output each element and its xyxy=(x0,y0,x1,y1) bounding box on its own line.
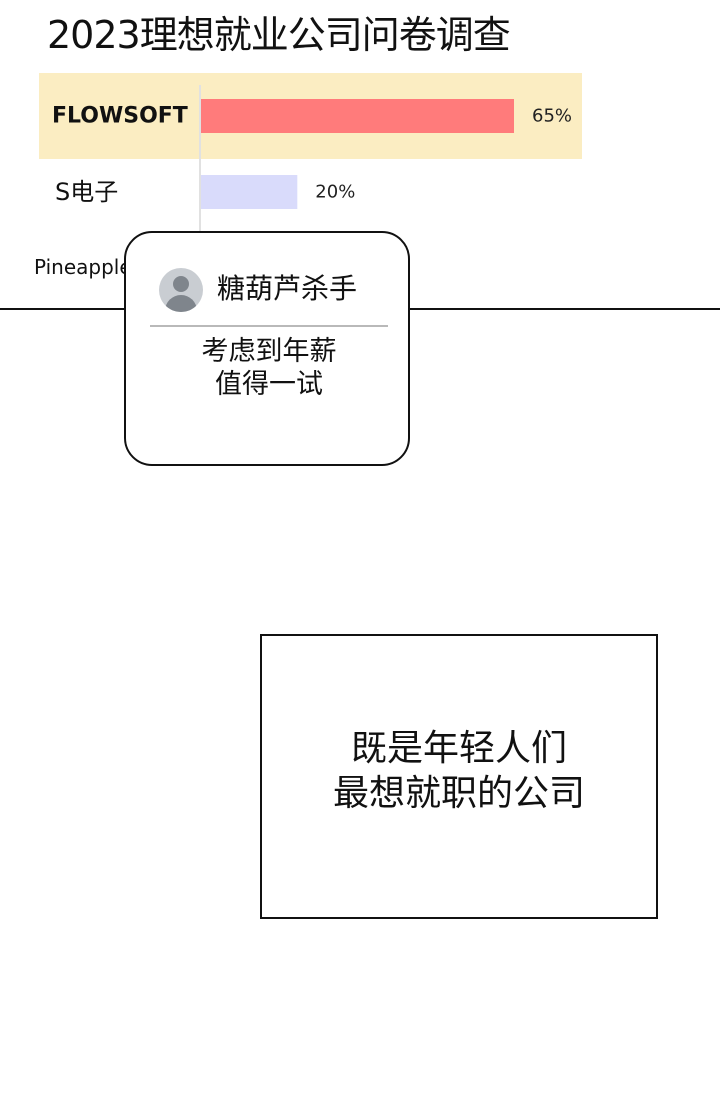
comment-username: 糖葫芦杀手 xyxy=(217,272,358,305)
comment-line: 考虑到年薪 xyxy=(201,336,337,367)
value-label: 20% xyxy=(315,182,355,203)
chart-title: 2023理想就业公司问卷调查 xyxy=(47,13,511,57)
comment-divider xyxy=(150,325,388,327)
comment-line: 值得一试 xyxy=(215,369,323,400)
value-label: 65% xyxy=(532,106,572,127)
user-avatar-icon xyxy=(159,268,203,312)
caption-box: 既是年轻人们 最想就职的公司 xyxy=(260,634,658,919)
avatar-head xyxy=(173,276,189,292)
caption-line: 既是年轻人们 xyxy=(350,728,567,769)
bar-2 xyxy=(201,175,298,209)
avatar-body xyxy=(165,295,197,312)
category-label: Pineapple xyxy=(34,255,132,279)
category-label: S电子 xyxy=(55,178,118,206)
caption-text: 既是年轻人们 最想就职的公司 xyxy=(262,726,656,816)
bar-1 xyxy=(201,99,514,133)
comment-text: 考虑到年薪 值得一试 xyxy=(126,335,412,401)
comment-bubble: 糖葫芦杀手 考虑到年薪 值得一试 xyxy=(124,231,410,466)
caption-line: 最想就职的公司 xyxy=(332,773,585,814)
category-label: FLOWSOFT xyxy=(52,104,188,129)
